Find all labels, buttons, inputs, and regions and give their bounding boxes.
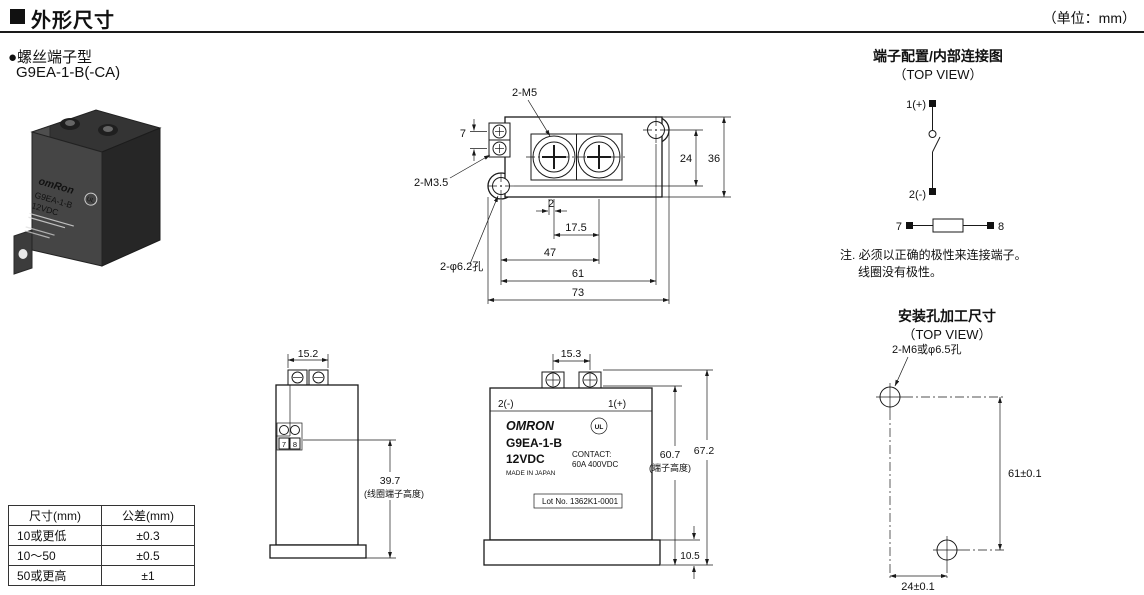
- label-hole: 2-φ6.2孔: [440, 260, 483, 273]
- front-view-print: 2(-) 1(+) OMRON UL G9EA-1-B 12VDC CONTAC…: [498, 399, 626, 506]
- front-brand: OMRON: [506, 419, 555, 433]
- dim-24-01: 24±0.1: [901, 581, 935, 593]
- table-cell-size: 50或更高: [8, 565, 102, 586]
- front-view-outline: [483, 371, 661, 566]
- dim-67-2: 67.2: [694, 445, 715, 457]
- terminal-7-label: 7: [896, 221, 902, 233]
- ul-mark-icon: [84, 192, 98, 206]
- front-terminal-2: 2(-): [498, 399, 514, 410]
- dim-47: 47: [544, 247, 556, 259]
- mounting-holes: 2-M6或φ6.5孔: [876, 343, 1006, 578]
- col-header-tolerance: 公差(mm): [101, 505, 195, 526]
- dim-24: 24: [680, 153, 692, 165]
- dim-36: 36: [708, 153, 720, 165]
- dim-15-3: 15.3: [561, 348, 582, 360]
- section-marker-icon: [10, 9, 25, 24]
- dim-60-7-note: (端子高度): [649, 462, 691, 473]
- terminal-circuit-diagram: 1(+) 2(-) 7 8: [896, 99, 1004, 233]
- table-cell-tolerance: ±0.5: [101, 545, 195, 566]
- unit-note: （单位：mm）: [1042, 10, 1136, 26]
- terminal-1-label: 1(+): [906, 99, 926, 111]
- front-rating: 60A 400VDC: [572, 460, 618, 469]
- table-row: 50或更高 ±1: [8, 565, 195, 586]
- product-model: G9EA-1-B(-CA): [16, 64, 121, 81]
- coil-symbol: 7 8: [896, 218, 1004, 233]
- dim-10-5: 10.5: [680, 551, 700, 562]
- dim-17-5: 17.5: [565, 222, 586, 234]
- dim-7: 7: [460, 128, 466, 140]
- dim-73: 73: [572, 287, 584, 299]
- mounting-subtitle: （TOP VIEW）: [902, 327, 992, 342]
- front-voltage: 12VDC: [506, 452, 545, 466]
- top-view-outline: [487, 116, 670, 200]
- dim-60-7: 60.7: [660, 449, 681, 461]
- table-cell-tolerance: ±1: [101, 565, 195, 586]
- front-view-dimensions: 15.3 67.2 60.7 (端子高度) 10.5: [552, 348, 715, 579]
- mounting-hole-label: 2-M6或φ6.5孔: [892, 343, 962, 356]
- dim-61-01: 61±0.1: [1008, 468, 1042, 480]
- col-header-size: 尺寸(mm): [8, 505, 102, 526]
- photo-ul: UL: [86, 197, 96, 205]
- dim-39-7-note: (线圈端子高度): [364, 488, 424, 499]
- mounting-hole-drawing: 2-M6或φ6.5孔 61±0.1 24±0.1: [876, 343, 1042, 593]
- contact-symbol: 1(+) 2(-): [906, 99, 941, 201]
- front-view-drawing: 2(-) 1(+) OMRON UL G9EA-1-B 12VDC CONTAC…: [483, 348, 715, 579]
- terminal-diagram-subtitle: （TOP VIEW）: [893, 67, 983, 82]
- front-model: G9EA-1-B: [506, 436, 562, 450]
- terminal-8-label: 8: [998, 221, 1004, 233]
- side-view-outline: 7 8: [269, 369, 367, 559]
- table-cell-tolerance: ±0.3: [101, 525, 195, 546]
- label-2-m3-5: 2-M3.5: [414, 177, 448, 189]
- tolerance-table: 尺寸(mm) 公差(mm) 10或更低 ±0.3 10～50 ±0.5 50或更…: [8, 505, 195, 586]
- table-cell-size: 10或更低: [8, 525, 102, 546]
- side-view-drawing: 7 8 15.2 39.7 (线圈端子高度): [269, 348, 424, 559]
- ul-mark-icon: [590, 417, 608, 435]
- dim-61: 61: [572, 268, 584, 280]
- side-terminal-8: 8: [293, 440, 297, 449]
- dim-2: 2: [548, 198, 554, 210]
- front-contact: CONTACT:: [572, 450, 611, 459]
- table-header-row: 尺寸(mm) 公差(mm): [8, 505, 195, 526]
- polarity-note-2: 线圈没有极性。: [858, 265, 943, 279]
- mounting-title: 安装孔加工尺寸: [898, 308, 996, 324]
- polarity-note-1: 注. 必须以正确的极性来连接端子。: [840, 248, 1027, 262]
- front-made: MADE IN JAPAN: [506, 470, 556, 477]
- side-view-dimensions: 15.2 39.7 (线圈端子高度): [287, 348, 424, 559]
- header-rule: [0, 31, 1144, 33]
- table-cell-size: 10～50: [8, 545, 102, 566]
- front-lot: Lot No. 1362K1-0001: [542, 497, 619, 506]
- side-terminal-7: 7: [282, 440, 286, 449]
- terminal-2-label: 2(-): [909, 189, 926, 201]
- top-view-dimensions: 7 2-M5 2-M3.5 2-φ6.2孔 24 36 2: [414, 87, 731, 304]
- label-2-m5: 2-M5: [512, 87, 537, 99]
- terminal-diagram-title: 端子配置/内部连接图: [873, 48, 1003, 64]
- page-title: 外形尺寸: [31, 10, 115, 32]
- table-row: 10或更低 ±0.3: [8, 525, 195, 546]
- relay-photo-body: [13, 109, 162, 275]
- front-terminal-1: 1(+): [608, 399, 626, 410]
- product-type-label: ●螺丝端子型: [8, 49, 93, 66]
- dim-39-7: 39.7: [380, 475, 401, 487]
- mounting-dimensions: 61±0.1 24±0.1: [889, 396, 1042, 593]
- top-view-drawing: 7 2-M5 2-M3.5 2-φ6.2孔 24 36 2: [414, 87, 731, 304]
- table-row: 10～50 ±0.5: [8, 545, 195, 566]
- front-ul: UL: [595, 424, 604, 431]
- relay-photo: omRon UL G9EA-1-B 12VDC: [13, 109, 162, 275]
- dim-15-2: 15.2: [298, 348, 319, 360]
